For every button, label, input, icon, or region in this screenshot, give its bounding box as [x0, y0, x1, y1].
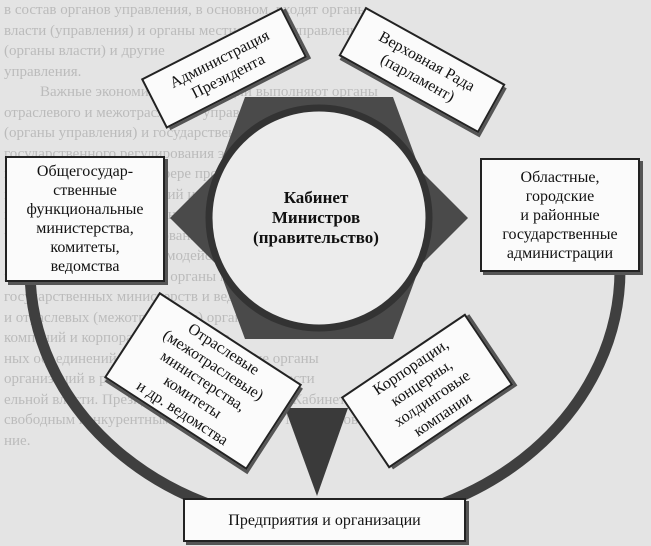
- cabinet-of-ministers-label: Кабинет Министров (правительство): [253, 188, 379, 247]
- background-text-line: ние.: [4, 432, 31, 449]
- background-text-line: (органы власти) и другие: [4, 43, 165, 59]
- down-arrow: [285, 408, 348, 496]
- background-text-line: управления.: [4, 63, 82, 80]
- regional-administrations-box: Областные, городские и районные государс…: [480, 158, 640, 272]
- enterprises-box: Предприятия и организации: [183, 498, 466, 542]
- ministries-box: Общегосудар- ственные функциональные мин…: [5, 156, 165, 282]
- inner-ring: [205, 104, 433, 332]
